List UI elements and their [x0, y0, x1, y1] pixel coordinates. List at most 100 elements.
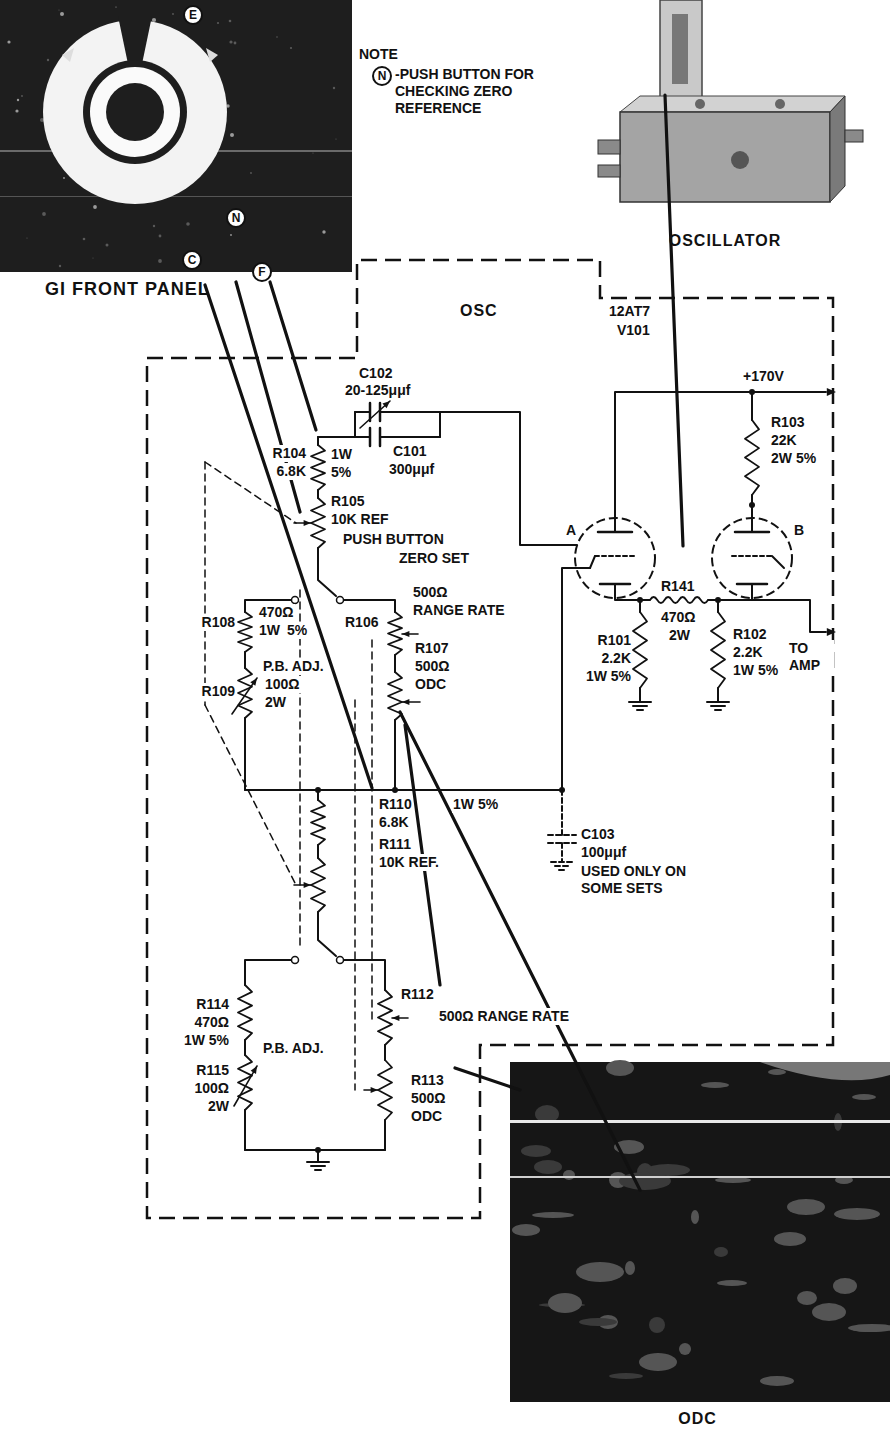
resistor-symbol — [238, 985, 252, 1040]
panel-photo — [0, 0, 352, 272]
photo-panel: OSCILLATOR — [600, 0, 850, 258]
odc-photo-texture — [679, 1343, 691, 1355]
component-label: R110 — [378, 796, 413, 813]
odc-photo-texture — [625, 1261, 635, 1275]
wire — [355, 411, 370, 413]
wire — [561, 843, 563, 862]
panel-speck — [59, 265, 61, 267]
component-label: 100Ω — [193, 1080, 230, 1097]
indicator-inner-ring — [90, 67, 180, 157]
resistor-symbol — [378, 990, 392, 1045]
wire — [639, 600, 641, 612]
dashed-enclosure: OSC — [145, 258, 835, 1220]
ground-symbol — [637, 709, 643, 711]
adjust-screw — [731, 151, 749, 169]
wire — [317, 845, 319, 858]
ground-symbol — [633, 705, 647, 707]
terminal-tab — [598, 165, 620, 177]
resistor-symbol — [311, 498, 325, 548]
switch-contact — [292, 957, 299, 964]
tube-photo-detail — [672, 14, 688, 84]
wire — [317, 437, 319, 445]
junction-dot — [392, 787, 398, 793]
panel-speck — [60, 12, 64, 16]
panel-speck — [153, 225, 155, 227]
wire — [245, 568, 590, 790]
component-label: 1W 5% — [183, 1032, 230, 1049]
panel-mark — [206, 48, 218, 62]
panel-speck — [229, 40, 232, 43]
wire — [318, 436, 355, 438]
ganging-line — [371, 640, 373, 1020]
component-label: R109 — [201, 683, 236, 700]
odc-photo-texture — [534, 1160, 562, 1174]
switch-contact — [337, 597, 344, 604]
arrow-head — [827, 388, 836, 396]
odc-photo-texture — [852, 1094, 876, 1100]
component-label: 10K REF. — [378, 854, 440, 871]
component-label: 2.2K — [600, 650, 632, 667]
callout-letter: N — [372, 66, 392, 86]
arrow-head — [251, 1066, 257, 1074]
wire — [244, 652, 246, 668]
capacitor-plate — [369, 428, 372, 446]
component-label: 100μμf — [580, 844, 627, 861]
component-label: R112 — [400, 986, 435, 1003]
wire — [772, 556, 784, 568]
component-label: R114 — [195, 996, 230, 1013]
odc-photo-highlight — [760, 1062, 890, 1080]
wire — [394, 720, 396, 790]
component-label: USED ONLY ON SOME SETS — [580, 863, 710, 897]
odc-photo-texture — [833, 1278, 857, 1294]
arrow-head — [371, 1087, 378, 1093]
callout-letter: E — [183, 5, 203, 25]
wire — [317, 1150, 319, 1162]
panel-speck — [93, 205, 97, 209]
odc-photo-texture — [691, 1210, 699, 1224]
arrow-head — [827, 628, 836, 636]
resistor-symbol — [388, 612, 402, 655]
wire — [440, 412, 577, 545]
terminal-tab — [598, 140, 620, 154]
component-label: R107 — [414, 640, 449, 657]
enclosure-outline-path — [147, 260, 833, 1218]
odc-photo-texture — [646, 1164, 690, 1176]
resistor-symbol — [711, 612, 725, 688]
component-label: R111 — [378, 836, 412, 853]
panel-speck — [152, 18, 156, 22]
component-label: 470Ω — [660, 609, 697, 626]
wire — [717, 600, 719, 612]
capacitor-plate — [548, 834, 576, 836]
ground-symbol — [559, 869, 565, 871]
panel-speck — [158, 259, 162, 263]
switch-contact — [337, 957, 344, 964]
panel-speck — [312, 152, 313, 153]
panel-speck — [159, 235, 162, 238]
photo-panel: GI FRONT PANEL — [0, 0, 357, 305]
component-label: 5% — [330, 464, 352, 481]
wire — [380, 411, 440, 413]
enclosure-outline — [145, 258, 835, 1220]
odc-photo-texture — [717, 1280, 747, 1286]
component-label: 5% — [286, 622, 308, 639]
component-label: ODC — [414, 676, 447, 693]
odc-photo-texture — [760, 1376, 794, 1386]
wire — [615, 392, 826, 532]
resistor-symbol — [650, 597, 708, 603]
component-label: C102 — [358, 365, 393, 382]
odc-photo-texture — [812, 1303, 846, 1321]
resistor-symbol — [238, 1055, 252, 1110]
panel-speck — [7, 40, 10, 43]
node-title: GI FRONT PANEL — [45, 279, 210, 300]
photo-panel: ODC — [505, 1060, 890, 1445]
panel-speck — [58, 9, 59, 10]
panel-speck — [276, 36, 278, 38]
panel-speck — [93, 258, 94, 259]
panel-speck — [229, 20, 232, 23]
ground-symbol — [555, 865, 569, 867]
wire — [639, 688, 641, 702]
ganging-line — [204, 462, 206, 705]
panel-speck — [250, 172, 252, 174]
arrow-head — [304, 520, 311, 526]
